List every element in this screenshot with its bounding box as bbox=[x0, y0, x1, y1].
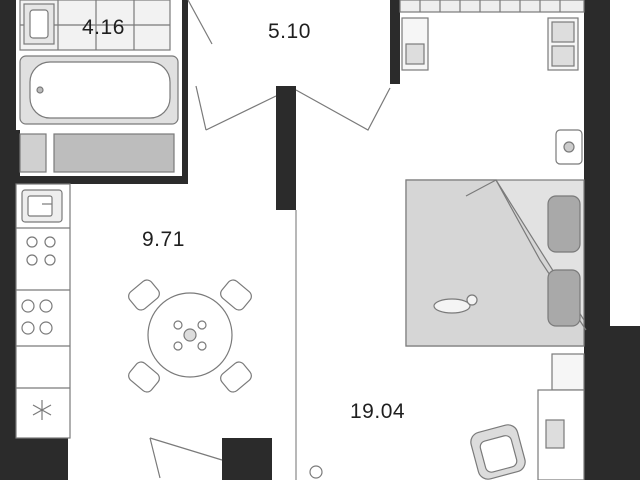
hall-door-right bbox=[295, 87, 391, 131]
stove-icon bbox=[21, 236, 56, 335]
wall-kitchen-hall-column bbox=[276, 86, 296, 210]
washing-machine bbox=[53, 133, 175, 173]
kitchen-area-label: 9.71 bbox=[142, 228, 185, 251]
bath-cabinet bbox=[19, 133, 47, 173]
living-room bbox=[309, 129, 587, 480]
wall-left-outer bbox=[0, 0, 16, 480]
wall-right-lower bbox=[584, 326, 640, 480]
bathroom-area-label: 4.16 bbox=[82, 16, 125, 39]
wall-bottom-mid bbox=[222, 438, 272, 480]
hall-door-left bbox=[195, 85, 277, 131]
living-area-label: 19.04 bbox=[350, 400, 405, 423]
armchair-icon bbox=[470, 424, 526, 480]
wall-bath-lower-block bbox=[16, 130, 20, 176]
kitchen-door-swing bbox=[149, 437, 223, 479]
desk-icon bbox=[537, 389, 585, 480]
sink-icon bbox=[21, 189, 63, 223]
bathtub-icon bbox=[19, 55, 179, 125]
wall-bath-partition-right bbox=[182, 0, 188, 182]
dining-table-icon bbox=[128, 279, 252, 393]
bath-door-swing bbox=[187, 0, 213, 45]
hallway bbox=[195, 0, 585, 131]
wall-bath-bottom bbox=[16, 176, 188, 184]
snowflake-icon bbox=[32, 400, 52, 420]
bathroom bbox=[19, 0, 213, 173]
kitchen bbox=[15, 183, 297, 480]
wall-right-upper bbox=[584, 0, 610, 326]
nightstand bbox=[551, 353, 585, 391]
cat-icon bbox=[433, 294, 478, 314]
hall-wardrobe bbox=[399, 0, 585, 71]
wall-hall-right-jamb bbox=[390, 0, 400, 84]
bed-icon bbox=[405, 179, 587, 347]
plant-icon bbox=[555, 129, 583, 165]
hallway-area-label: 5.10 bbox=[268, 20, 311, 43]
wall-bottom-left bbox=[16, 438, 68, 480]
floor-plant-icon bbox=[309, 465, 323, 479]
